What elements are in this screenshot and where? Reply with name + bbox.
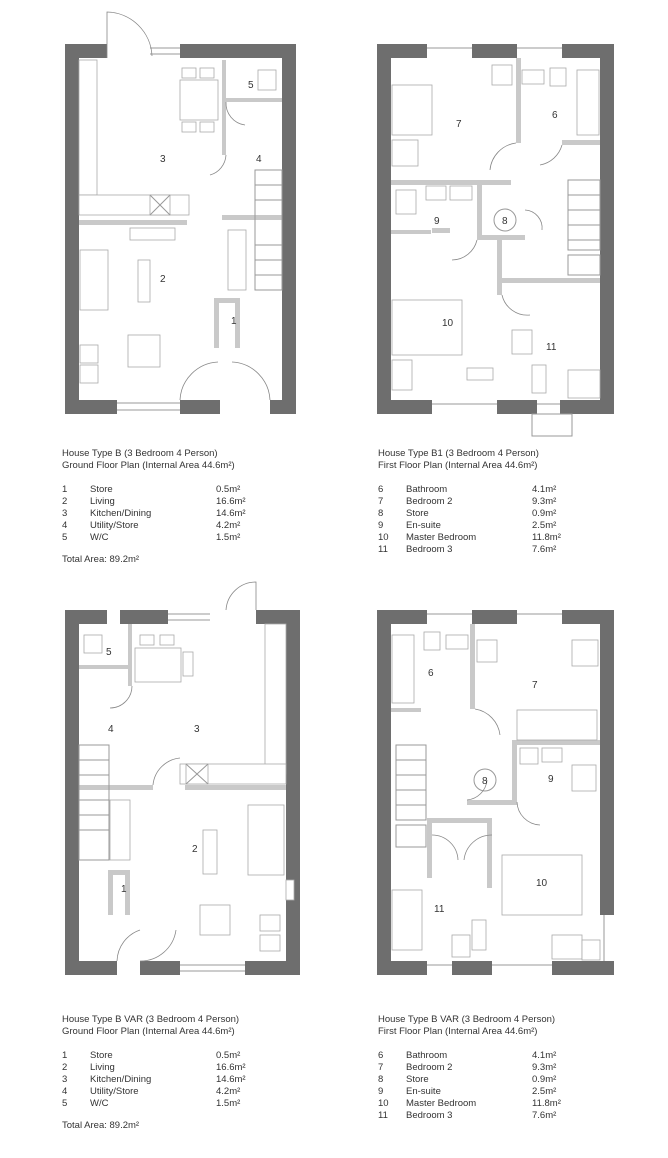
room-label: 6 <box>428 668 434 679</box>
room-label: 1 <box>231 316 237 327</box>
room-label: 5 <box>248 80 254 91</box>
plan-caption: House Type B1 (3 Bedroom 4 Person) First… <box>378 448 561 556</box>
plan-title: House Type B VAR (3 Bedroom 4 Person) <box>62 1014 240 1025</box>
plan-b-ground: 5 3 4 2 1 <box>60 10 300 440</box>
plan-subtitle: First Floor Plan (Internal Area 44.6m²) <box>378 460 538 471</box>
plan-caption: House Type B (3 Bedroom 4 Person) Ground… <box>62 448 246 566</box>
room-label: 1 <box>121 884 127 895</box>
plan-subtitle: First Floor Plan (Internal Area 44.6m²) <box>378 1026 538 1037</box>
floor-plan-drawing: 6 7 8 9 10 11 <box>377 610 614 975</box>
plan-subtitle: Ground Floor Plan (Internal Area 44.6m²) <box>62 1026 235 1037</box>
plan-title: House Type B VAR (3 Bedroom 4 Person) <box>378 1014 556 1025</box>
room-label: 3 <box>160 154 166 165</box>
floor-plan-drawing: 7 6 8 9 10 11 <box>377 44 614 437</box>
room-label: 8 <box>502 216 508 227</box>
room-label: 11 <box>434 904 445 915</box>
room-label: 4 <box>256 154 262 165</box>
room-label: 7 <box>456 119 462 130</box>
room-label: 11 <box>546 342 557 353</box>
room-label: 10 <box>536 878 548 889</box>
total-area: Total Area: 89.2m² <box>62 554 140 565</box>
plan-subtitle: Ground Floor Plan (Internal Area 44.6m²) <box>62 460 235 471</box>
plan-title: House Type B1 (3 Bedroom 4 Person) <box>378 448 539 459</box>
room-label: 8 <box>482 776 488 787</box>
total-area: Total Area: 89.2m² <box>62 1120 140 1131</box>
plan-caption: House Type B VAR (3 Bedroom 4 Person) Fi… <box>378 1014 561 1122</box>
room-label: 7 <box>532 680 538 691</box>
room-label: 2 <box>160 274 166 285</box>
plan-bvar-ground: 5 4 3 2 1 <box>60 580 305 1010</box>
plan-bvar-first: 6 7 8 9 10 11 <box>372 580 617 1010</box>
plan-title: House Type B (3 Bedroom 4 Person) <box>62 448 218 459</box>
room-label: 3 <box>194 724 200 735</box>
plan-b1-first: 7 6 8 9 10 11 <box>372 10 617 440</box>
room-label: 9 <box>434 216 440 227</box>
room-label: 10 <box>442 318 454 329</box>
room-label: 4 <box>108 724 114 735</box>
room-label: 2 <box>192 844 198 855</box>
floor-plan-drawing: 5 4 3 2 1 <box>65 581 300 975</box>
plan-caption: House Type B VAR (3 Bedroom 4 Person) Gr… <box>62 1014 246 1132</box>
room-label: 9 <box>548 774 554 785</box>
room-label: 6 <box>552 110 558 121</box>
floor-plan-drawing: 5 3 4 2 1 <box>65 11 296 414</box>
room-label: 5 <box>106 647 112 658</box>
